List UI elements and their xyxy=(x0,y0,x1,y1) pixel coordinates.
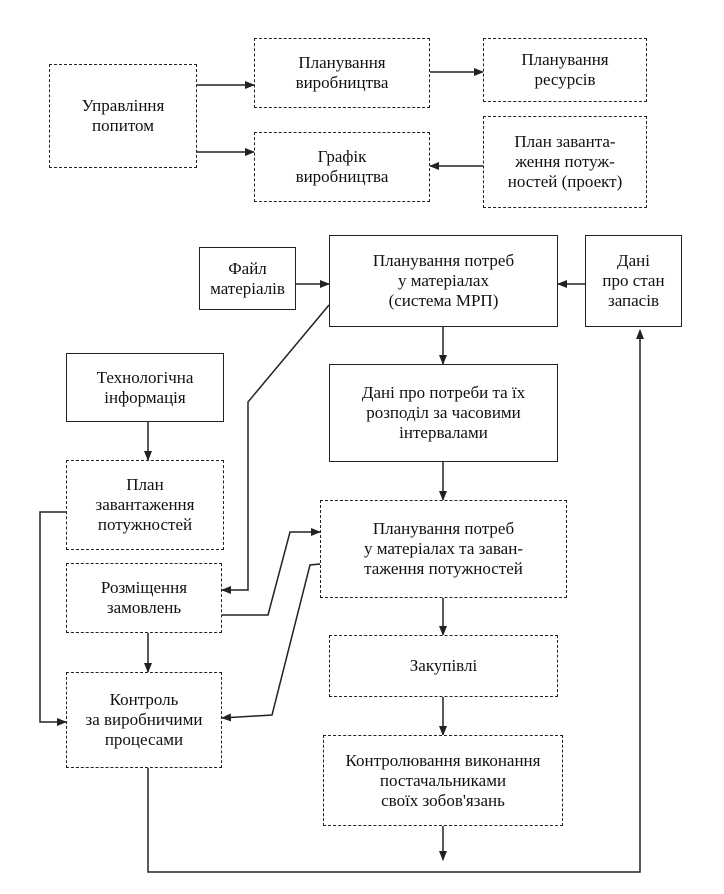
arrow-feedback-loop-to-stock xyxy=(147,329,644,873)
arrow-mrp-to-orders xyxy=(221,304,330,594)
technology-info-box: Технологічна інформація xyxy=(66,353,224,422)
arrow-orders-to-mrp-capacity xyxy=(222,528,321,616)
supplier-control-box: Контролювання виконання постачальниками … xyxy=(323,735,563,826)
purchases-box: Закупівлі xyxy=(329,635,558,697)
arrow-capacity-plan-to-control xyxy=(39,511,67,726)
capacity-load-plan-box: План завантаження потужностей xyxy=(66,460,224,550)
demand-management-box: Управління попитом xyxy=(49,64,197,168)
capacity-load-project-box: План заванта- ження потуж- ностей (проек… xyxy=(483,116,647,208)
resource-planning-box: Планування ресурсів xyxy=(483,38,647,102)
stock-data-box: Дані про стан запасів xyxy=(585,235,682,327)
production-planning-box: Планування виробництва xyxy=(254,38,430,108)
materials-file-box: Файл матеріалів xyxy=(199,247,296,310)
mrp-system-box: Планування потреб у матеріалах (система … xyxy=(329,235,558,327)
production-control-box: Контроль за виробничими процесами xyxy=(66,672,222,768)
production-schedule-box: Графік виробництва xyxy=(254,132,430,202)
needs-data-box: Дані про потреби та їх розподіл за часов… xyxy=(329,364,558,462)
mrp-capacity-planning-box: Планування потреб у матеріалах та заван-… xyxy=(320,500,567,598)
order-placement-box: Розміщення замовлень xyxy=(66,563,222,633)
